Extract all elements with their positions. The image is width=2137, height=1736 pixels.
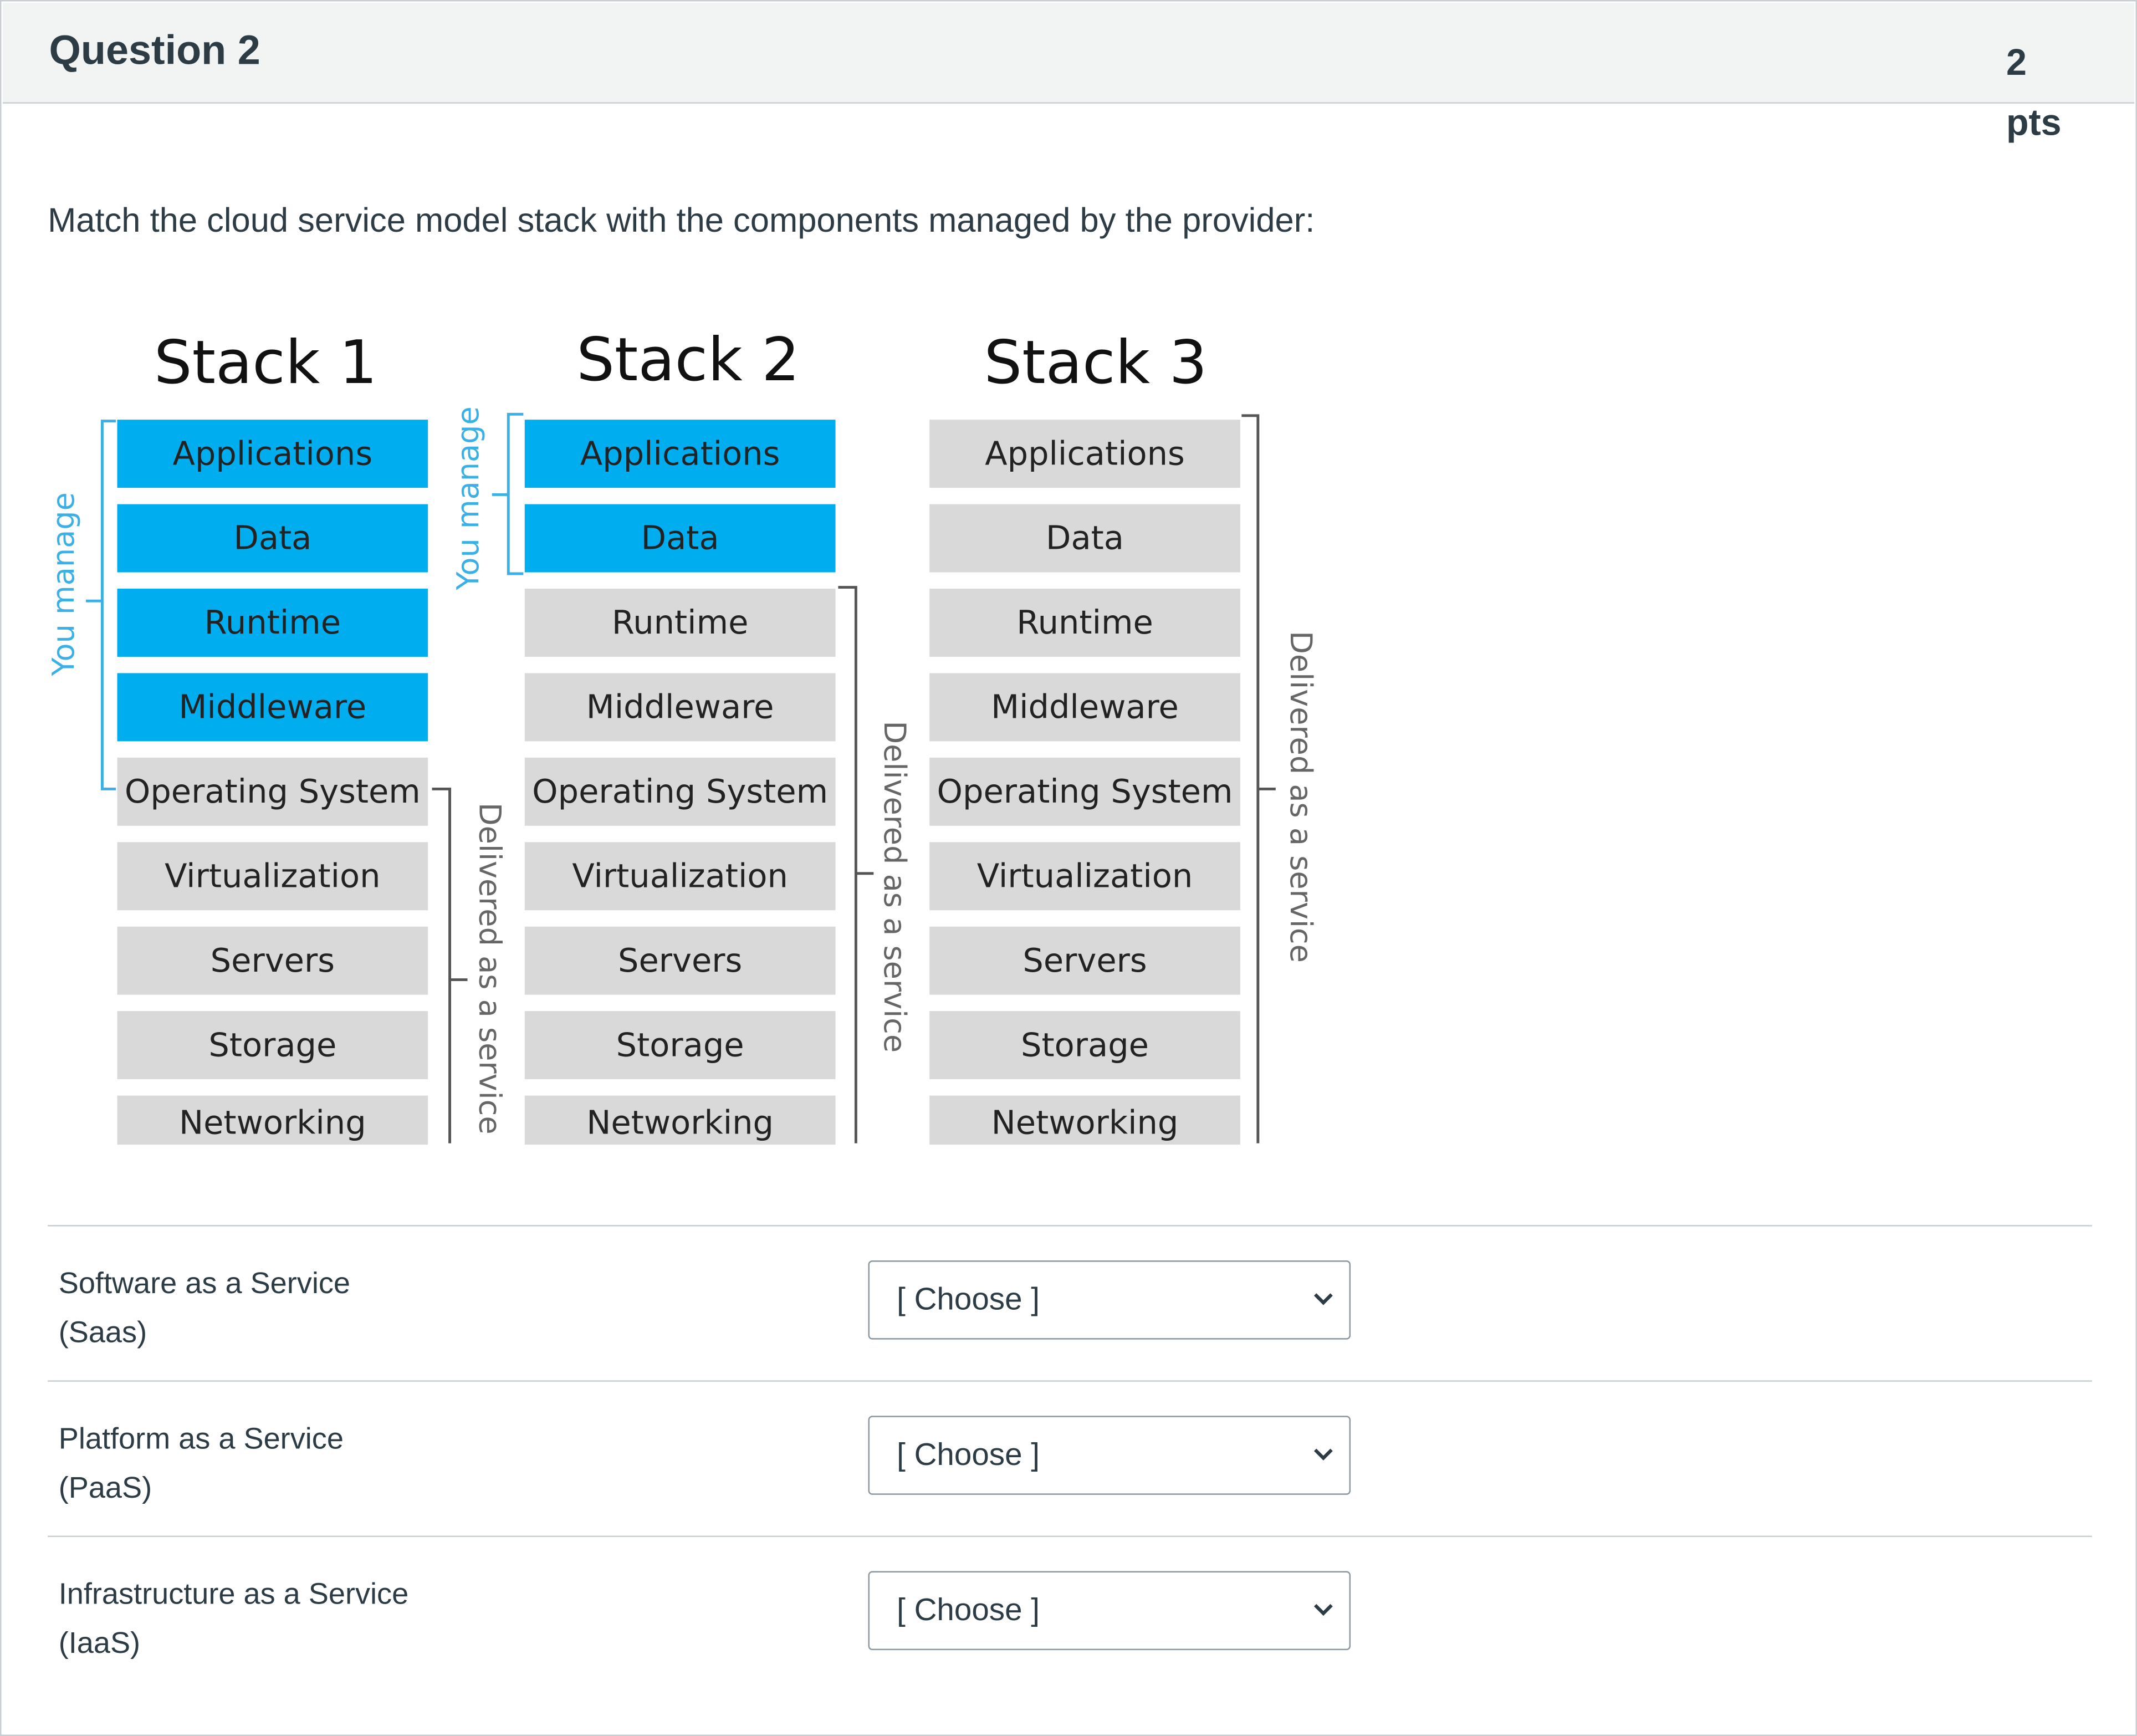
answer-label-line: (Saas) xyxy=(58,1315,147,1349)
stack-1-title: Stack 1 xyxy=(154,328,377,398)
stack-3-layer: Middleware xyxy=(929,673,1240,742)
stack-1-layer: Data xyxy=(117,504,428,573)
chevron-down-icon xyxy=(1313,1604,1333,1616)
stack-1-layer: Runtime xyxy=(117,589,428,657)
stack-1-delivered-label: Delivered as a service xyxy=(471,802,506,1135)
answer-label-line: Infrastructure as a Service xyxy=(58,1576,409,1611)
stack-1-layer: Applications xyxy=(117,420,428,488)
answer-label-line: (PaaS) xyxy=(58,1470,152,1505)
stack-1-layer: Virtualization xyxy=(117,842,428,911)
stack-2-layer: Data xyxy=(524,504,836,573)
question-points: 2 pts xyxy=(2006,33,2088,152)
stack-2-you-manage-label: You manage xyxy=(452,406,487,590)
stack-2-layer: Storage xyxy=(524,1011,836,1080)
stack-2-layer: Virtualization xyxy=(524,842,836,911)
paas-select[interactable]: [ Choose ] xyxy=(868,1416,1351,1495)
stack-3-layer: Storage xyxy=(929,1011,1240,1080)
stack-3-layer: Servers xyxy=(929,926,1240,995)
answer-label-line: Software as a Service xyxy=(58,1265,350,1300)
stack-1-layer: Networking xyxy=(117,1095,428,1145)
stack-2-layer: Runtime xyxy=(524,589,836,657)
answer-row-saas: Software as a Service (Saas) [ Choose ] xyxy=(48,1225,2092,1380)
stack-1-layer: Middleware xyxy=(117,673,428,742)
stack-3-layer: Operating System xyxy=(929,757,1240,826)
saas-select[interactable]: [ Choose ] xyxy=(868,1260,1351,1340)
select-value: [ Choose ] xyxy=(897,1280,1040,1316)
stack-3-delivered-label: Delivered as a service xyxy=(1282,631,1317,963)
answer-row-paas: Platform as a Service (PaaS) [ Choose ] xyxy=(48,1380,2092,1535)
select-value: [ Choose ] xyxy=(897,1591,1040,1627)
answer-label: Platform as a Service (PaaS) xyxy=(59,1415,495,1513)
answer-label: Software as a Service (Saas) xyxy=(59,1259,495,1357)
stack-1-layer: Servers xyxy=(117,926,428,995)
stack-3-layer: Runtime xyxy=(929,589,1240,657)
stack-3-layer: Applications xyxy=(929,420,1240,488)
stack-2-layer: Operating System xyxy=(524,757,836,826)
iaas-select[interactable]: [ Choose ] xyxy=(868,1571,1351,1651)
stack-2-layer: Applications xyxy=(524,420,836,488)
stack-1-layer: Operating System xyxy=(117,757,428,826)
stack-brackets xyxy=(85,412,1276,1143)
answer-row-iaas: Infrastructure as a Service (IaaS) [ Cho… xyxy=(48,1535,2092,1691)
question-header: Question 2 2 pts xyxy=(2,2,2135,143)
stack-1-you-manage-label: You manage xyxy=(48,492,82,676)
stack-3-layer: Virtualization xyxy=(929,842,1240,911)
stack-2-layer: Networking xyxy=(524,1095,836,1145)
chevron-down-icon xyxy=(1313,1293,1333,1305)
answer-label-line: Platform as a Service xyxy=(58,1421,344,1456)
question-prompt: Match the cloud service model stack with… xyxy=(48,201,1315,240)
stack-3-title: Stack 3 xyxy=(984,328,1208,398)
stack-2-delivered-label: Delivered as a service xyxy=(876,721,911,1053)
stack-3-layer: Networking xyxy=(929,1095,1240,1145)
chevron-down-icon xyxy=(1313,1448,1333,1461)
question-title: Question 2 xyxy=(49,28,260,74)
points-unit: pts xyxy=(2006,102,2062,144)
points-value: 2 xyxy=(2006,42,2027,83)
stack-2-title: Stack 2 xyxy=(576,325,800,395)
select-value: [ Choose ] xyxy=(897,1436,1040,1472)
answer-label-line: (IaaS) xyxy=(58,1625,141,1660)
stack-2-layer: Middleware xyxy=(524,673,836,742)
stack-2-layer: Servers xyxy=(524,926,836,995)
stack-1-layer: Storage xyxy=(117,1011,428,1080)
stack-3-layer: Data xyxy=(929,504,1240,573)
answer-label: Infrastructure as a Service (IaaS) xyxy=(59,1570,495,1668)
